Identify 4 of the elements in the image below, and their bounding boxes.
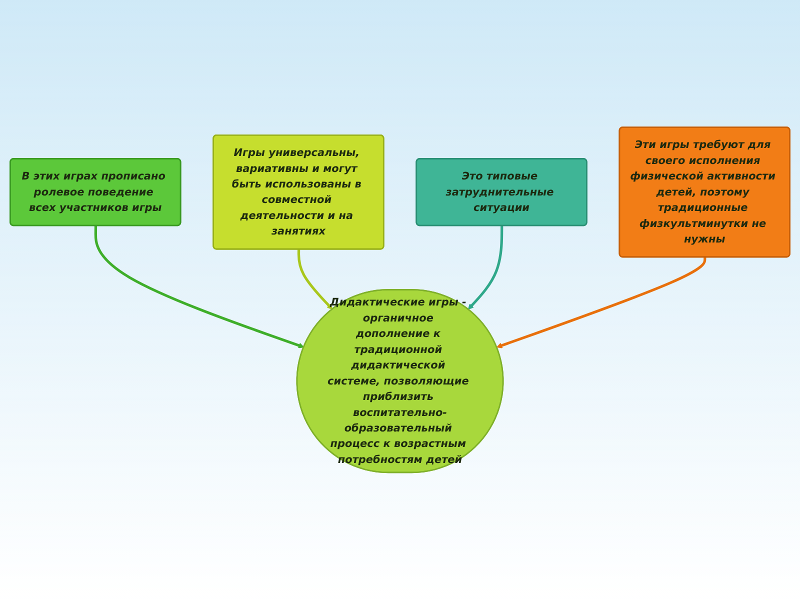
arrow bbox=[94, 226, 304, 348]
arrow bbox=[468, 226, 504, 310]
arrow bbox=[496, 257, 706, 348]
arrow bbox=[297, 250, 333, 310]
